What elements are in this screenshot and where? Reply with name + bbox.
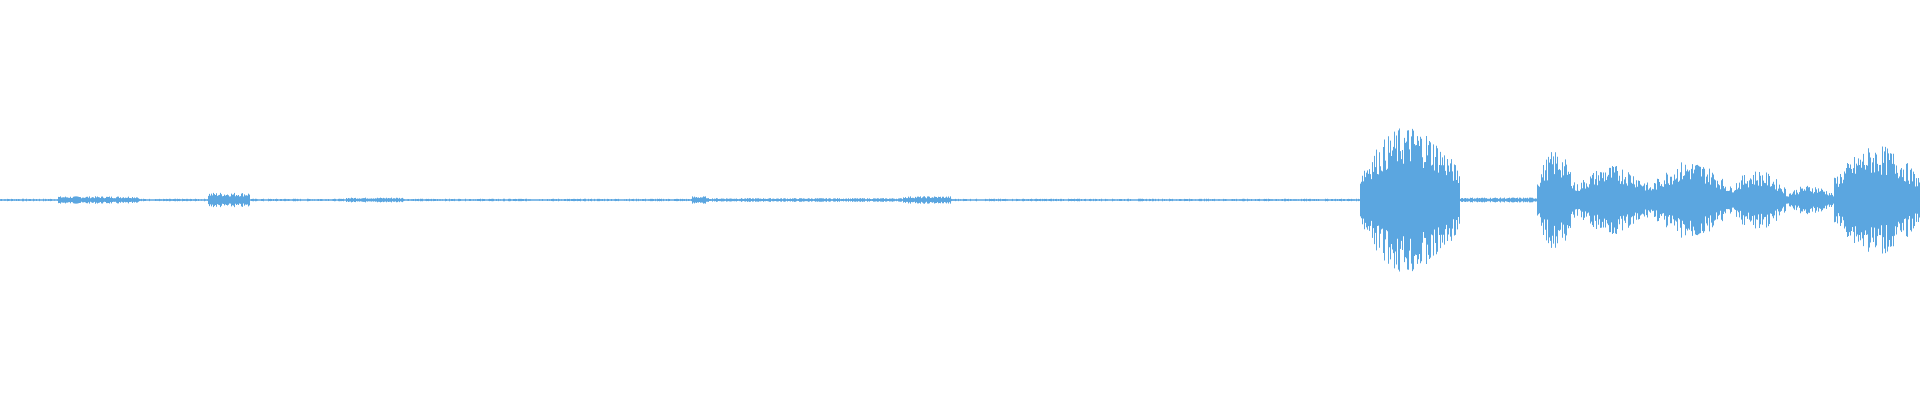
waveform-path [0,128,1920,272]
